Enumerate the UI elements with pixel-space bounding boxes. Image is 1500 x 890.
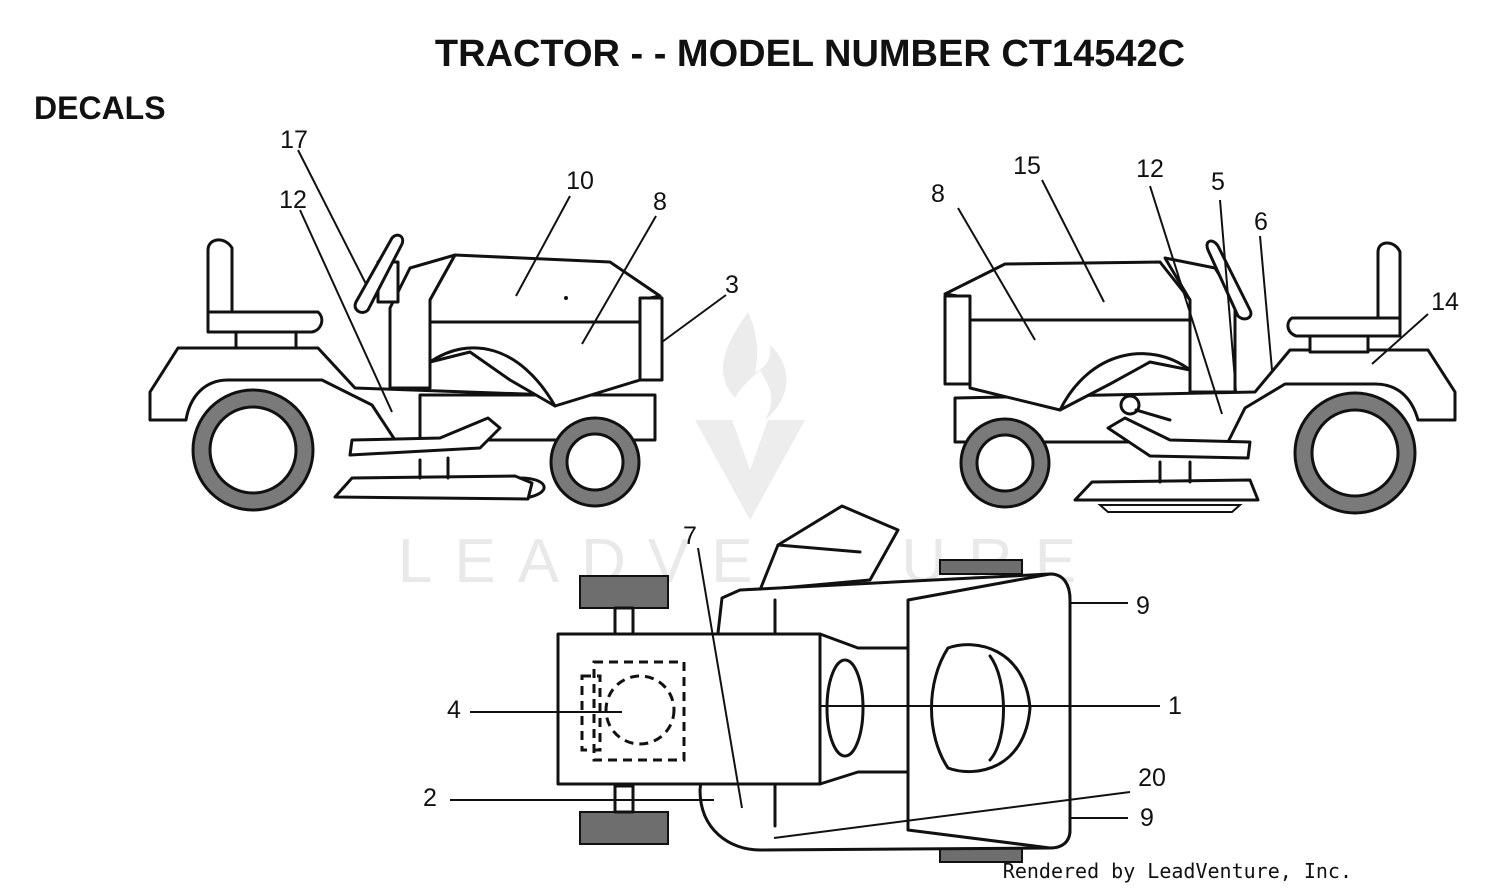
callout-label: 8 (653, 188, 667, 216)
hood-lower-curve (428, 346, 557, 408)
front-wheel-hub (975, 433, 1035, 493)
rear-tire (579, 575, 669, 609)
leader-20 (773, 791, 1131, 839)
rear-tire (579, 811, 669, 845)
seat-base (234, 330, 298, 350)
leader-7 (697, 547, 743, 809)
leader-8 (957, 207, 1036, 341)
leader-8 (581, 215, 657, 345)
rear-wheel-hub (208, 405, 298, 495)
leader-10 (515, 195, 571, 297)
callout-label: 9 (1140, 804, 1154, 832)
callout-label: 20 (1138, 764, 1166, 792)
steering-wheel (353, 233, 405, 314)
chute-fold (776, 543, 862, 554)
hood-detail (564, 296, 568, 300)
page-title: TRACTOR - - MODEL NUMBER CT14542C (435, 33, 1185, 75)
leader-3 (661, 294, 727, 343)
leader-17 (297, 149, 367, 285)
seat-back (1376, 241, 1402, 320)
grille (943, 294, 972, 386)
seat-outline (592, 660, 686, 762)
hood-bulge (930, 643, 1032, 774)
rear-wheel-hub (1310, 408, 1400, 498)
callout-label: 12 (1136, 155, 1164, 183)
callout-label: 17 (280, 126, 308, 154)
hood (943, 260, 1192, 412)
steering-wheel (1205, 239, 1253, 321)
mower-deck (333, 474, 534, 501)
leader-5 (1219, 199, 1237, 393)
render-credit: Rendered by LeadVenture, Inc. (1003, 859, 1352, 883)
callout-label: 3 (725, 271, 739, 299)
section-heading: DECALS (34, 90, 166, 126)
callout-label: 14 (1431, 288, 1459, 316)
callout-label: 10 (566, 167, 594, 195)
leader-12 (299, 209, 393, 413)
seat-cushion (206, 310, 324, 334)
callout-label: 7 (683, 522, 697, 550)
seat-pivot-outline (604, 674, 676, 746)
seat-cushion-outline (580, 674, 602, 752)
hood-bulge-inner (988, 654, 1005, 762)
watermark-v-icon (695, 420, 805, 520)
mower-deck (1073, 478, 1260, 502)
brake-lever (1134, 408, 1172, 422)
tractor-top-view: 7 9 4 1 20 2 9 (423, 504, 1182, 863)
watermark-flame-icon (722, 312, 787, 420)
leader-12 (1149, 185, 1223, 415)
tractor-right-side-view: 8 15 12 5 6 14 (931, 152, 1459, 515)
leader-14 (1371, 313, 1429, 365)
deck-chute (518, 476, 546, 499)
hood (428, 253, 662, 408)
callout-label: 5 (1211, 168, 1225, 196)
callout-label: 4 (447, 696, 461, 724)
leader-15 (1041, 179, 1105, 303)
callout-label: 12 (279, 186, 307, 214)
callout-label: 9 (1136, 592, 1150, 620)
callout-label: 2 (423, 784, 437, 812)
footrest (348, 416, 502, 457)
steering-wheel-top (825, 658, 865, 758)
callout-label: 1 (1168, 692, 1182, 720)
seat-cushion (1286, 316, 1402, 338)
deck-skirt (1097, 504, 1243, 513)
tractor-left-side-view: 17 12 10 8 3 (148, 126, 739, 512)
hood-lower-curve (1058, 352, 1192, 412)
brake-knob (1119, 394, 1141, 416)
callout-label: 8 (931, 180, 945, 208)
leader-6 (1259, 235, 1273, 371)
front-wheel-hub (565, 432, 625, 492)
grille (638, 296, 664, 382)
callout-label: 15 (1013, 152, 1041, 180)
front-tire (939, 559, 1023, 575)
seat-base (1308, 334, 1370, 354)
seat-back (206, 238, 234, 314)
rear-axle (613, 606, 635, 636)
footrest (1106, 416, 1252, 460)
callout-label: 6 (1254, 208, 1268, 236)
